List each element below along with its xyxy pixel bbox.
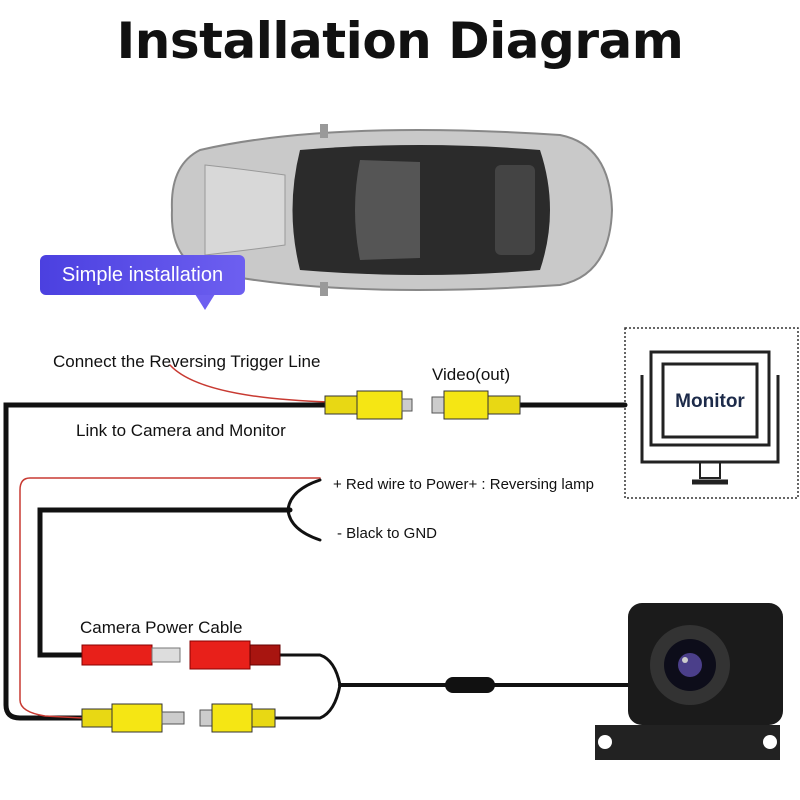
car-image — [170, 124, 614, 296]
link-label: Link to Camera and Monitor — [76, 421, 286, 440]
badge-pointer — [195, 294, 215, 310]
wires — [3, 364, 632, 721]
power-connectors — [81, 640, 281, 670]
black-wire-label: - Black to GND — [337, 525, 438, 542]
monitor-label: Monitor — [675, 391, 745, 412]
rca-connector-bottom — [81, 703, 276, 733]
monitor-icon — [640, 350, 780, 485]
power-cable-label: Camera Power Cable — [80, 618, 243, 637]
trigger-line-label: Connect the Reversing Trigger Line — [53, 352, 321, 371]
page-title: Installation Diagram — [116, 12, 684, 70]
rca-connector-top — [324, 390, 521, 420]
video-out-label: Video(out) — [432, 365, 511, 384]
monitor-box — [624, 327, 799, 499]
red-wire-label: + Red wire to Power+ : Reversing lamp — [333, 476, 594, 493]
camera-image — [595, 603, 783, 760]
simple-installation-badge: Simple installation — [40, 255, 245, 295]
